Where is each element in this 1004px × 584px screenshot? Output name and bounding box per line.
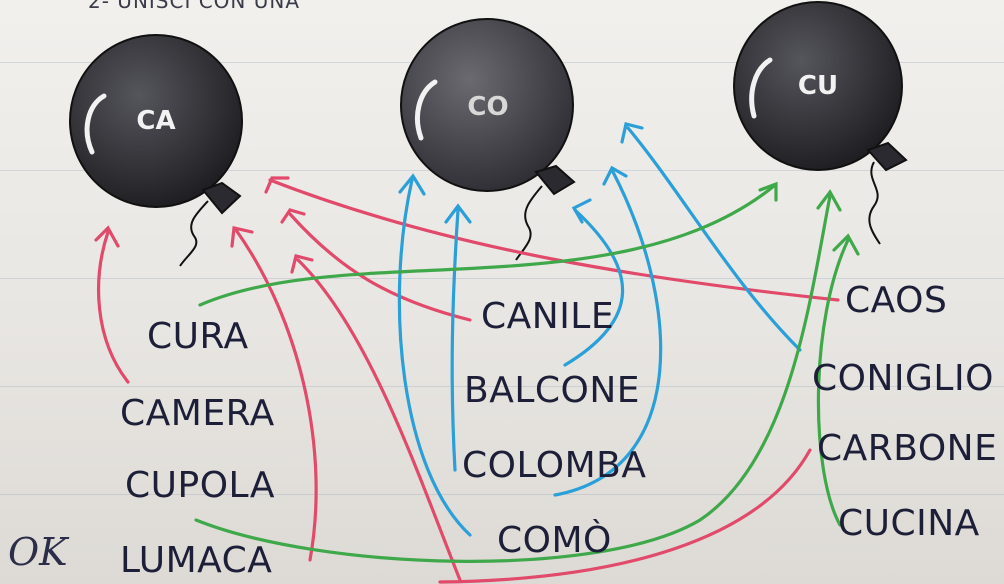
cu-links xyxy=(194,181,860,563)
arrow-icon xyxy=(832,233,860,256)
balloon-cu: CU xyxy=(733,1,908,245)
balloon-cu-label: CU xyxy=(798,71,838,101)
word-carbone: CARBONE xyxy=(817,428,998,469)
word-caos: CAOS xyxy=(845,280,948,321)
word-colomba: COLOMBA xyxy=(462,445,647,486)
link-camera-ca-2 xyxy=(296,258,462,582)
balloon-ca-body xyxy=(69,34,243,208)
ruled-line xyxy=(0,494,1004,495)
co-links xyxy=(397,122,802,537)
exercise-instruction: 2- UNISCI CON UNA xyxy=(88,0,301,13)
arrow-icon xyxy=(264,176,290,194)
arrow-icon xyxy=(290,254,314,274)
balloon-string-icon xyxy=(515,185,543,261)
arrow-icon xyxy=(816,189,842,212)
ruled-line xyxy=(0,386,1004,387)
balloon-ca-label: CA xyxy=(136,106,175,136)
word-balcone: BALCONE xyxy=(464,370,641,411)
link-colomba-co xyxy=(450,208,460,472)
balloon-ca: CA xyxy=(69,34,243,267)
balloon-string-icon xyxy=(179,200,209,267)
link-coniglio-co xyxy=(626,126,802,352)
link-camera-ca xyxy=(96,230,130,384)
arrow-icon xyxy=(280,208,306,224)
arrow-icon xyxy=(571,198,592,224)
link-como-co xyxy=(397,178,472,537)
balloon-knot-icon xyxy=(201,181,242,215)
arrow-icon xyxy=(94,225,120,248)
link-cura-cu xyxy=(198,184,776,307)
link-cucina-cu xyxy=(816,238,850,527)
link-canile-ca xyxy=(288,212,472,322)
balloon-highlight-icon xyxy=(415,79,438,141)
word-canile: CANILE xyxy=(481,296,615,337)
link-colomba-co-2 xyxy=(553,168,663,497)
word-como: COMÒ xyxy=(497,520,612,561)
grade-mark: OK xyxy=(8,530,68,574)
balloon-knot-icon xyxy=(866,141,908,172)
balloon-knot-icon xyxy=(534,164,576,196)
balloon-highlight-icon xyxy=(749,57,773,119)
word-cupola: CUPOLA xyxy=(125,465,276,506)
link-carbone-ca xyxy=(438,448,812,584)
arrow-icon xyxy=(230,226,254,248)
balloon-co-body xyxy=(400,18,574,192)
arrow-icon xyxy=(758,181,778,202)
balloon-co: CO xyxy=(400,18,576,261)
link-balcone-co xyxy=(563,208,625,367)
balloon-cu-body xyxy=(733,1,903,171)
arrow-icon xyxy=(444,203,472,224)
arrow-icon xyxy=(602,165,628,186)
word-camera: CAMERA xyxy=(120,393,275,434)
word-cucina: CUCINA xyxy=(838,503,980,544)
word-lumaca: LUMACA xyxy=(120,540,273,581)
word-coniglio: CONIGLIO xyxy=(812,358,994,399)
ruled-line xyxy=(0,278,1004,279)
link-cupola-cu xyxy=(194,194,832,563)
ca-links xyxy=(94,176,840,584)
balloon-co-label: CO xyxy=(467,92,508,122)
link-lumaca-ca xyxy=(234,228,318,562)
arrow-icon xyxy=(398,173,426,196)
arrow-icon xyxy=(620,122,644,144)
balloon-string-icon xyxy=(868,161,881,245)
balloon-highlight-icon xyxy=(84,93,107,155)
link-caos-ca xyxy=(268,178,840,302)
word-cura: CURA xyxy=(147,316,249,357)
